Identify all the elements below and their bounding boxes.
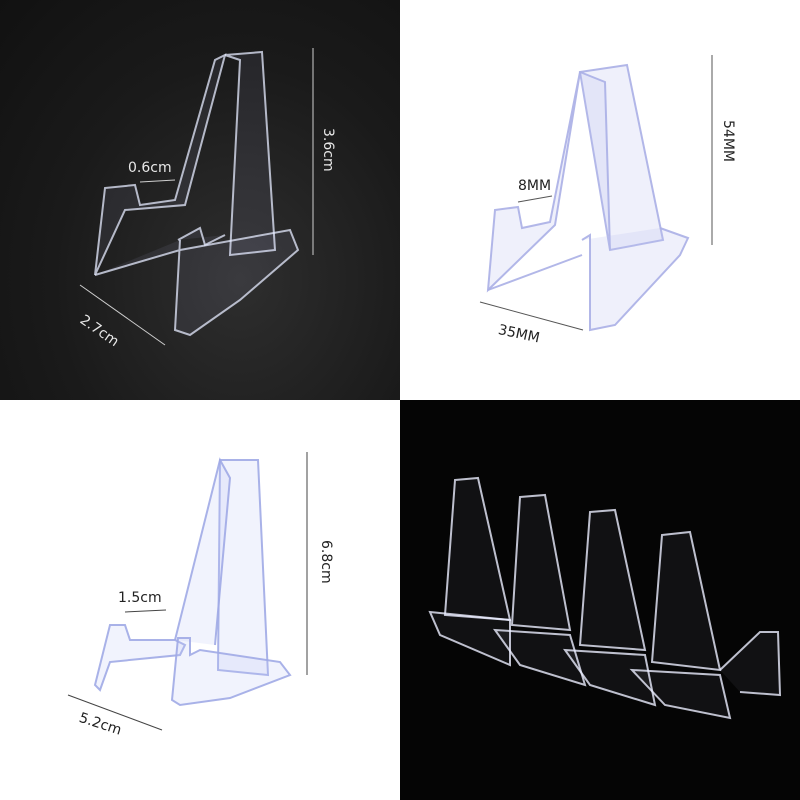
panel-medium-stand-mm: 8MM 54MM 35MM <box>400 0 800 400</box>
acrylic-stand-illustration <box>67 452 308 731</box>
panel-four-stands <box>400 400 800 800</box>
gap-label: 8MM <box>518 178 552 194</box>
gap-label: 1.5cm <box>118 590 162 606</box>
panel-small-stand-dark: 0.6cm 3.6cm 2.7cm <box>0 0 400 400</box>
acrylic-stand-illustration <box>479 55 713 332</box>
height-label: 54MM <box>720 120 736 162</box>
height-label: 6.8cm <box>318 540 334 584</box>
height-label: 3.6cm <box>320 128 336 172</box>
gap-label: 0.6cm <box>128 160 172 176</box>
acrylic-stands-group-illustration <box>428 476 782 720</box>
panel-large-stand-cm: 1.5cm 6.8cm 5.2cm <box>0 400 400 800</box>
acrylic-stand-illustration <box>79 48 314 346</box>
